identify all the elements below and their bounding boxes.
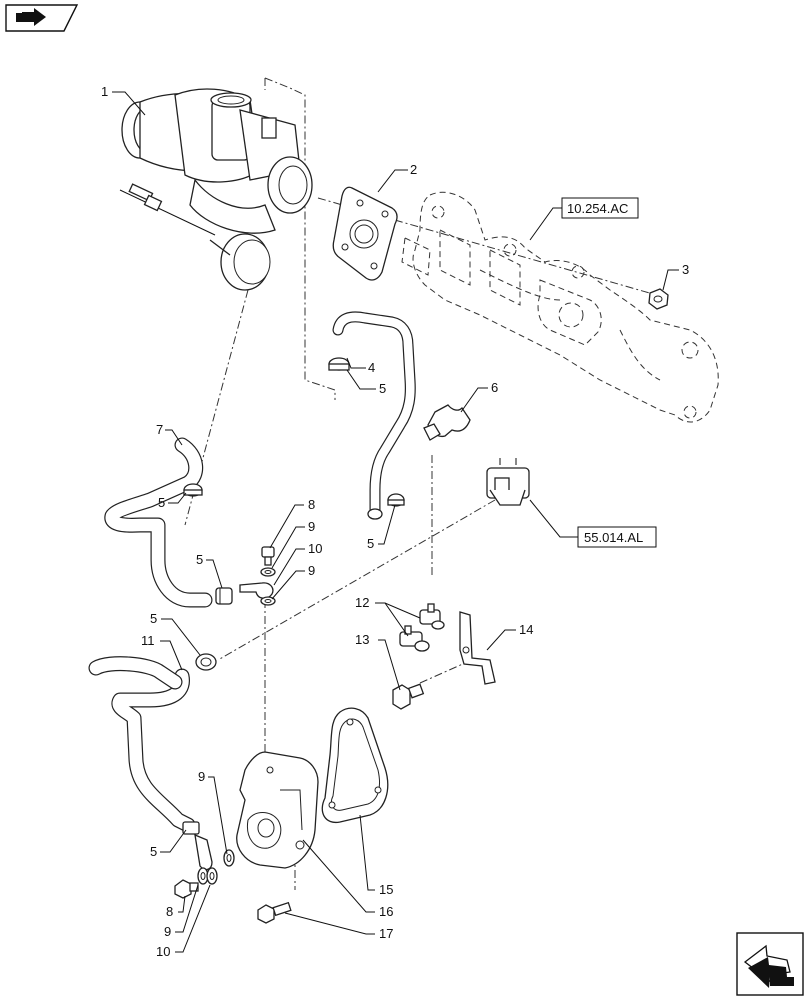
callout-label: 10 <box>308 541 322 556</box>
nut[interactable] <box>648 288 669 310</box>
callout-label: 8 <box>166 904 173 919</box>
hose-clamp-upper[interactable] <box>328 357 350 371</box>
callout-label: 10 <box>156 944 170 959</box>
washer-lower-1[interactable] <box>223 849 235 867</box>
washer-upper-2[interactable] <box>260 596 276 606</box>
hose-clamp-lower[interactable] <box>182 821 200 835</box>
pipe-clip[interactable] <box>423 404 471 441</box>
callout-label: 9 <box>308 519 315 534</box>
bolt-17[interactable] <box>257 901 292 924</box>
banjo-bolt-upper[interactable] <box>261 546 275 566</box>
callout-label: 3 <box>682 262 689 277</box>
coolant-hose-lower[interactable] <box>88 656 196 833</box>
callout-label: 17 <box>379 926 393 941</box>
banjo-fitting-lower[interactable] <box>194 833 213 871</box>
callout-label: 5 <box>158 495 165 510</box>
coolant-hose-upper[interactable] <box>104 437 213 608</box>
callout-label: 14 <box>519 622 533 637</box>
hose-clamp-7-top[interactable] <box>183 483 203 497</box>
reference-link-sensor[interactable]: 55.014.AL <box>577 526 657 548</box>
oil-feed-pipe[interactable] <box>332 311 416 520</box>
bolt-13[interactable] <box>392 683 425 710</box>
navigation-arrow-icon[interactable] <box>736 932 804 996</box>
callout-label: 9 <box>308 563 315 578</box>
callout-label: 1 <box>101 84 108 99</box>
callout-label: 13 <box>355 632 369 647</box>
hose-clamp-7-bottom[interactable] <box>215 587 233 605</box>
connector-12-b[interactable] <box>399 625 430 652</box>
hose-clamp-pipe-end[interactable] <box>387 493 405 507</box>
washer-upper-1[interactable] <box>260 567 276 577</box>
callout-label: 5 <box>196 552 203 567</box>
callout-label: 7 <box>156 422 163 437</box>
sensor-assembly[interactable] <box>486 458 530 506</box>
callout-label: 5 <box>150 611 157 626</box>
washer-lower-3[interactable] <box>206 867 218 885</box>
reference-label: 10.254.AC <box>567 201 628 216</box>
mounting-bracket[interactable] <box>459 611 496 685</box>
exhaust-manifold <box>401 191 719 423</box>
callout-label: 16 <box>379 904 393 919</box>
cover-gasket[interactable] <box>321 707 389 824</box>
connector-12-a[interactable] <box>419 603 445 630</box>
turbo-gasket[interactable] <box>332 186 398 281</box>
leader-lines <box>112 91 679 953</box>
turbocharger[interactable] <box>119 88 313 291</box>
callout-label: 12 <box>355 595 369 610</box>
callout-label: 5 <box>367 536 374 551</box>
callout-label: 9 <box>198 769 205 784</box>
callout-label: 5 <box>150 844 157 859</box>
callout-label: 5 <box>379 381 386 396</box>
reference-label: 55.014.AL <box>584 530 643 545</box>
callout-label: 15 <box>379 882 393 897</box>
reference-link-exhaust-manifold[interactable]: 10.254.AC <box>561 197 639 219</box>
callout-label: 9 <box>164 924 171 939</box>
arrow-tag-icon[interactable] <box>5 4 79 32</box>
callout-label: 6 <box>491 380 498 395</box>
banjo-fitting-upper[interactable] <box>239 582 274 599</box>
callout-label: 11 <box>141 633 155 648</box>
callout-label: 8 <box>308 497 315 512</box>
hose-clamp-mid[interactable] <box>195 653 217 671</box>
callout-labels: 1 2 3 4 5 6 7 5 8 9 10 9 5 5 12 14 5 13 … <box>101 84 689 959</box>
oil-return-housing[interactable] <box>236 751 319 869</box>
callout-label: 2 <box>410 162 417 177</box>
banjo-bolt-lower[interactable] <box>174 879 199 899</box>
callout-label: 4 <box>368 360 375 375</box>
